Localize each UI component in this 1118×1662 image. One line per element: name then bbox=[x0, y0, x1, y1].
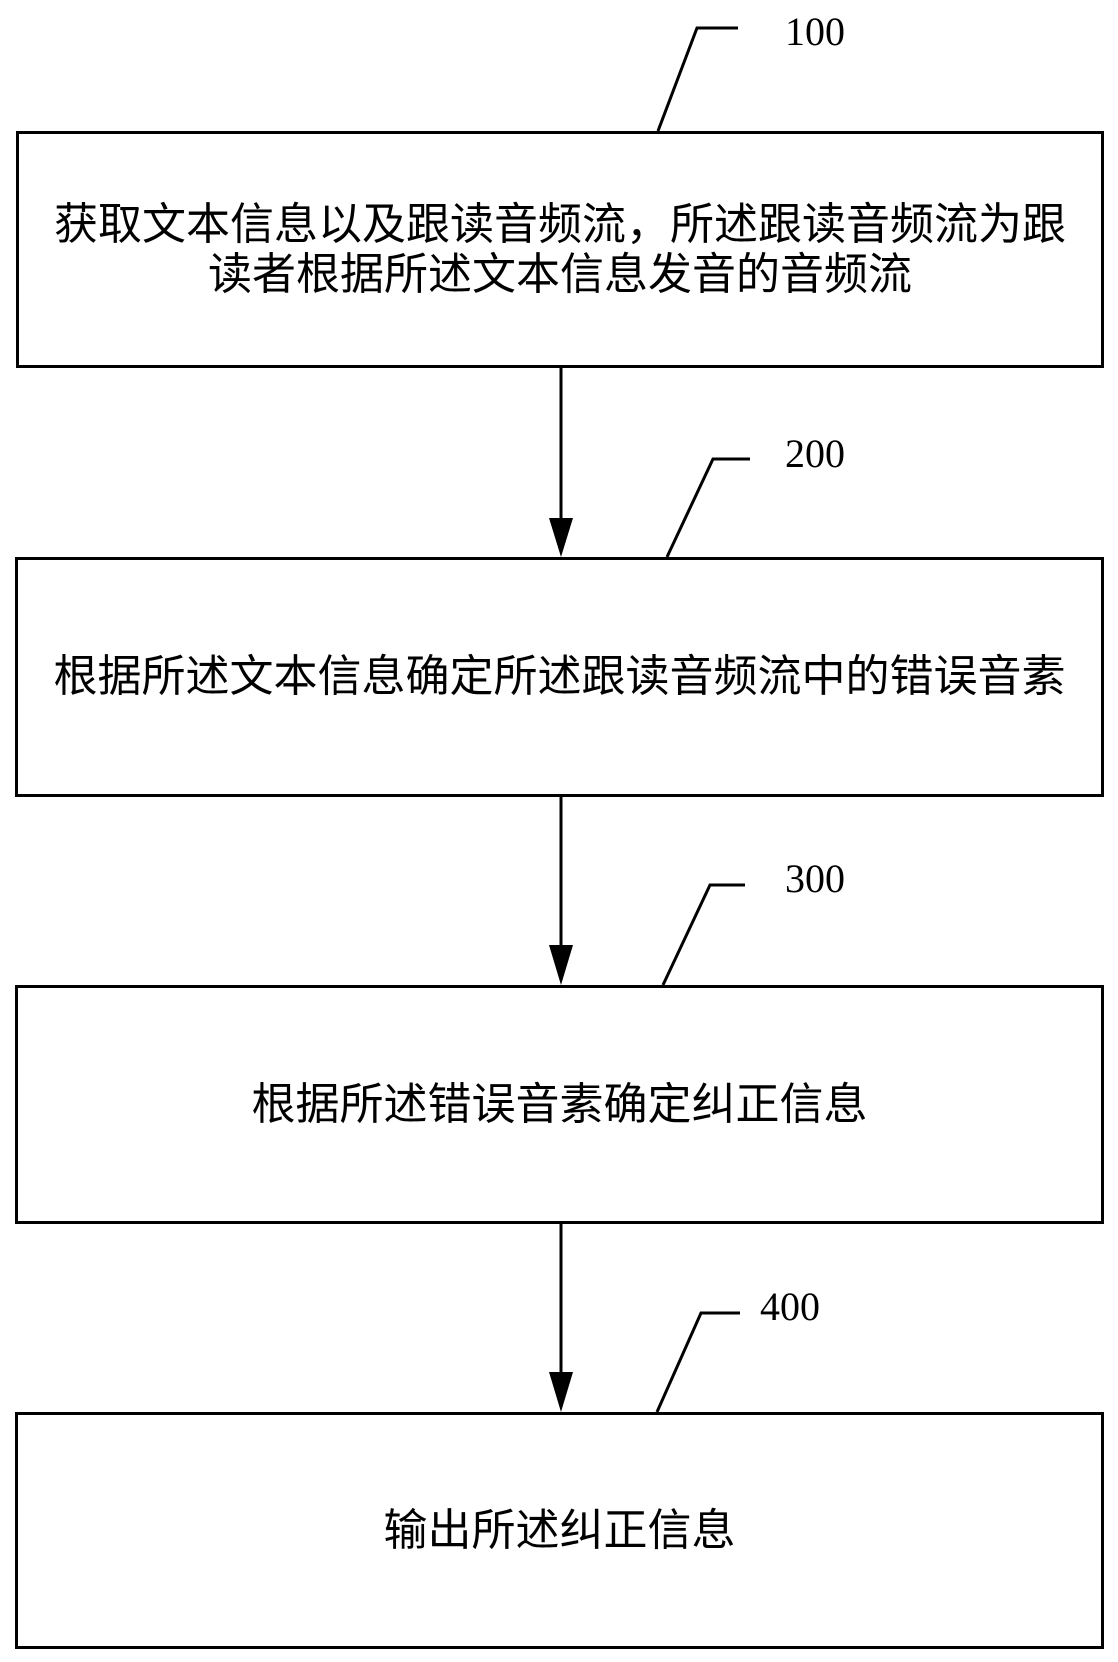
step-text: 根据所述错误音素确定纠正信息 bbox=[251, 1078, 868, 1130]
leader-line-200 bbox=[665, 457, 750, 558]
step-box-200: 根据所述文本信息确定所述跟读音频流中的错误音素 bbox=[15, 557, 1104, 797]
step-text: 根据所述文本信息确定所述跟读音频流中的错误音素 bbox=[53, 651, 1066, 702]
arrow-100-to-200 bbox=[549, 368, 573, 557]
step-ref-label: 400 bbox=[760, 1284, 820, 1329]
step-ref-label: 100 bbox=[785, 9, 845, 54]
step-box-100: 获取文本信息以及跟读音频流，所述跟读音频流为跟读者根据所述文本信息发音的音频流 bbox=[16, 131, 1104, 368]
step-text: 获取文本信息以及跟读音频流，所述跟读音频流为跟读者根据所述文本信息发音的音频流 bbox=[54, 198, 1066, 300]
step-text: 输出所述纠正信息 bbox=[383, 1504, 736, 1556]
arrow-300-to-400 bbox=[549, 1224, 573, 1412]
leader-line-100 bbox=[656, 26, 738, 132]
step-ref-label: 200 bbox=[785, 431, 845, 476]
arrow-200-to-300 bbox=[549, 797, 573, 985]
leader-line-300 bbox=[661, 883, 745, 986]
leader-line-400 bbox=[655, 1311, 740, 1413]
step-ref-label: 300 bbox=[785, 856, 845, 901]
step-box-400: 输出所述纠正信息 bbox=[15, 1412, 1104, 1649]
step-box-300: 根据所述错误音素确定纠正信息 bbox=[15, 985, 1104, 1224]
